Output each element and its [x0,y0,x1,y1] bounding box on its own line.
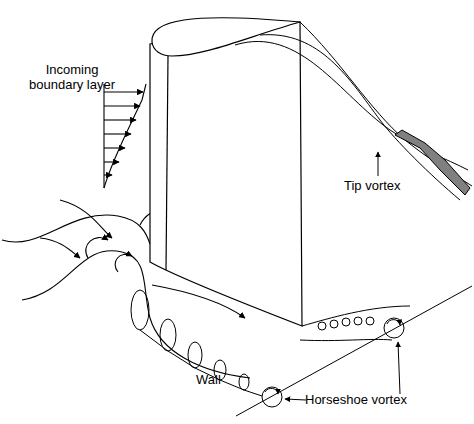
tip-vortex-ribbon [395,130,470,195]
boundary-layer-profile [103,84,104,188]
figure-label: Horseshoe vortex [305,392,455,407]
vortex-arrow [265,388,278,394]
vortex-arrow [115,254,132,272]
vortex-core [140,330,262,396]
streamline [40,238,80,258]
vortex-loop [188,342,202,368]
vortex-arrow [86,238,108,258]
velocity-arrow [104,161,119,162]
figure-label: Tip vortex [344,178,434,193]
vortex-loop [131,290,149,330]
velocity-arrow [104,133,131,134]
horseshoe-vortex-section [384,318,404,338]
vortex-loop [318,322,326,330]
leading-edge [166,56,168,270]
wing-side [150,22,302,326]
velocity-arrow [104,119,136,120]
tip-vortex-strand [260,35,460,200]
separation-line [300,339,392,340]
leader-arrow [398,342,400,394]
vortex-loop [330,320,338,328]
velocity-arrow [104,147,125,148]
vortex-arrow [387,320,400,325]
wing-tip [152,18,300,56]
vortex-loop [239,374,249,390]
boundary-layer-profile [104,84,146,188]
wall-edge [236,286,472,416]
streamline [2,215,150,244]
vortex-loop [354,317,362,325]
vortex-loop [342,318,350,326]
leader-arrow [285,399,306,400]
figure-label: Wall [196,372,256,387]
streamline [60,200,112,238]
velocity-arrow [104,105,140,106]
vortex-loop [366,317,374,325]
velocity-arrow [104,174,112,175]
figure-label: Incoming boundary layer [22,62,122,92]
leader-arrow [378,152,379,176]
separation-line [302,306,410,326]
horseshoe-vortex-section [262,387,282,407]
